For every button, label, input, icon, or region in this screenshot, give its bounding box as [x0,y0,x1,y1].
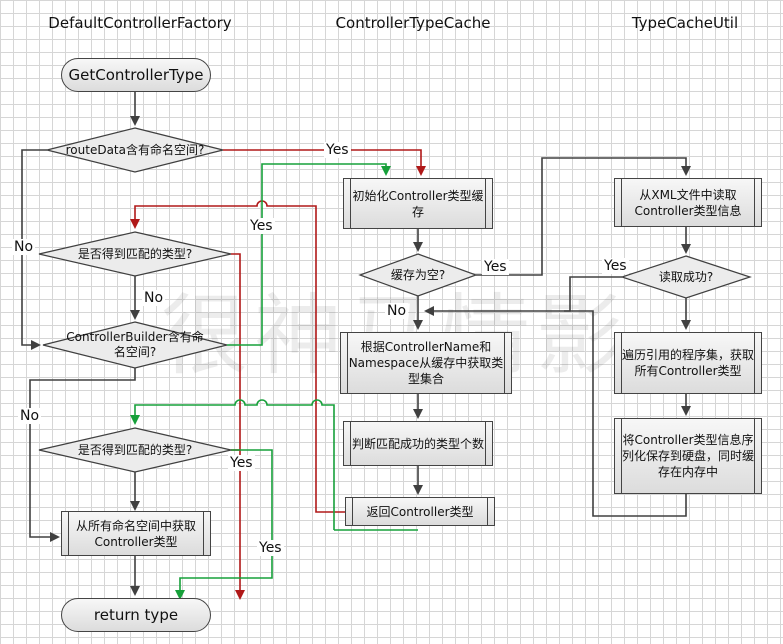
edge-return-to-match2-green [130,399,335,530]
edge-builder-no [29,368,136,542]
lane-title-cache: ControllerTypeCache [335,14,491,32]
process-count: 判断匹配成功的类型个数 [343,421,493,466]
decision-route-label: routeData含有命名空间? [65,142,205,157]
edge-label-builder-no: No [18,408,42,424]
edge-label-readok-yes: Yes [602,258,629,274]
decision-empty-label: 缓存为空? [390,267,446,282]
edge-match2-yes-green [175,449,273,600]
edge-label-route-yes: Yes [324,142,351,158]
edge-label-builder-yes: Yes [248,218,275,234]
edge-save-loop [564,310,687,517]
process-init-cache: 初始化Controller类型缓存 [343,178,493,229]
process-return-type: 返回Controller类型 [345,497,495,526]
process-readxml: 从XML文件中读取Controller类型信息 [614,178,762,227]
decision-match1-label: 是否得到匹配的类型? [77,246,193,261]
edge-empty-yes [476,157,691,276]
edge-builder-yes-green [227,163,391,346]
edge-label-empty-yes: Yes [482,259,509,275]
decision-route-shape [46,127,224,173]
process-save: 将Controller类型信息序列化保存到硬盘，同时缓存在内存中 [614,418,762,494]
process-allns: 从所有命名空间中获取Controller类型 [61,511,211,556]
edge-label-match1-no: No [142,290,166,306]
start-terminator: GetControllerType [61,58,211,92]
edge-route-yes-red [223,149,426,176]
edge-readok-yes [424,276,622,316]
decision-match2-label: 是否得到匹配的类型? [77,442,193,457]
edge-match1-yes-red [231,253,245,600]
decision-readok-label: 读取成功? [658,269,714,284]
lane-title-factory: DefaultControllerFactory [48,14,232,32]
edge-return-to-match1-red [130,200,418,513]
process-getset: 根据ControllerName和Namespace从缓存中获取类型集合 [340,332,512,394]
edge-label-empty-no: No [385,303,409,319]
edge-label-match1-yes: Yes [228,455,255,471]
lane-title-util: TypeCacheUtil [631,14,739,32]
edge-label-match2-yes: Yes [257,540,284,556]
edge-label-route-no: No [12,239,36,255]
process-scan-assemblies: 遍历引用的程序集，获取所有Controller类型 [614,332,762,394]
decision-builder-label: ControllerBuilder含有命名空间? [66,330,204,359]
end-terminator: return type [61,598,211,632]
